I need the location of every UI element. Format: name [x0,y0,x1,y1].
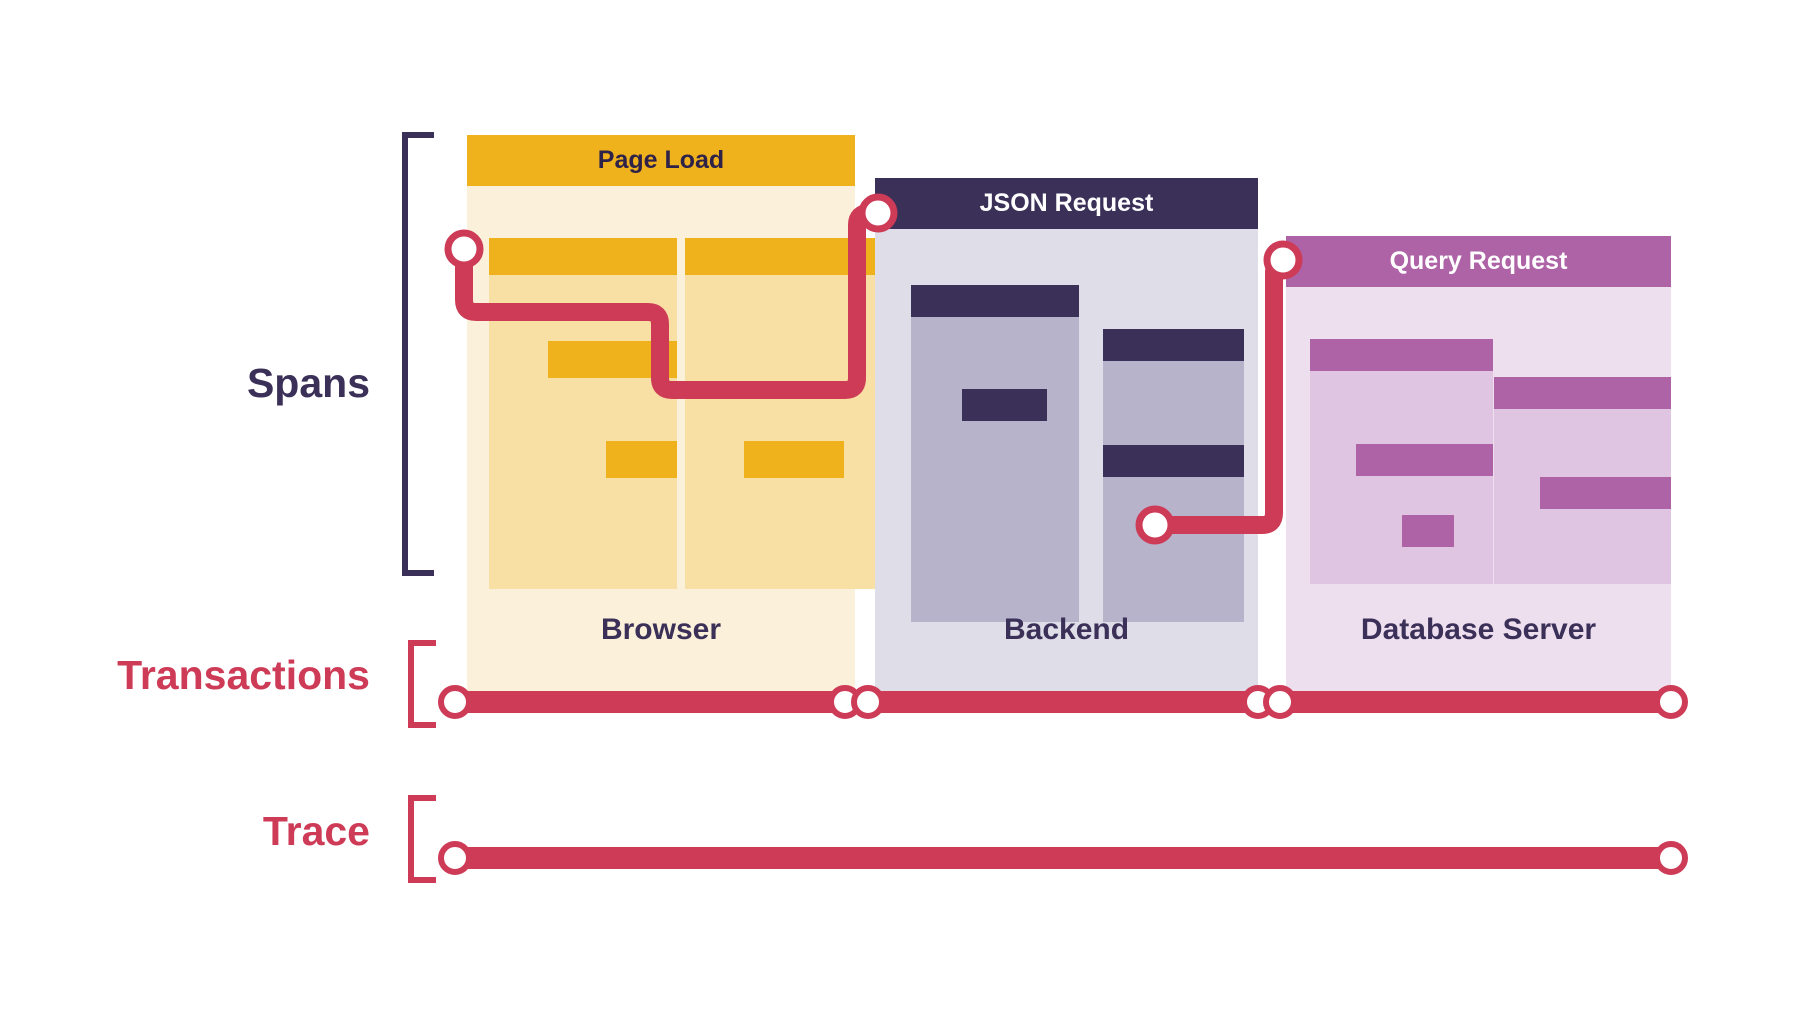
trace-row-label: Trace [262,808,370,854]
span-bar-cap [1356,444,1493,476]
span-bar-cap [911,285,1079,317]
spans-bracket-icon [402,132,434,576]
transactions-bracket-icon [408,640,436,728]
transaction-end-dot [1654,685,1688,719]
span-bar-cap [1310,339,1493,371]
span-bar-cap [606,441,677,478]
span-bar-cap [1402,515,1454,547]
span-bar-cap [489,238,677,275]
transaction-bar [868,691,1258,713]
span-bar [744,441,844,589]
span-bar [1103,445,1244,622]
service-name-browser: Browser [600,613,722,646]
span-bar-cap [548,341,677,378]
service-name-database: Database Server [1360,613,1597,646]
span-bar-cap [962,389,1047,421]
service-body-database [1286,287,1671,713]
span-bar [1402,515,1454,584]
trace-bracket-icon [408,795,436,883]
span-bar-cap [744,441,844,478]
trace-bar-line [455,847,1671,869]
spans-row-label: Spans [246,360,370,406]
trace-start-dot [438,841,472,875]
transaction-bar [455,691,845,713]
service-header-browser: Page Load [467,135,855,186]
span-bar-cap [685,238,875,275]
span-bar-cap [1540,477,1671,509]
transaction-start-dot [1263,685,1297,719]
span-bar-cap [1103,445,1244,477]
span-bar-cap [1494,377,1671,409]
trace-end-dot [1654,841,1688,875]
service-name-backend: Backend [1003,613,1130,646]
transaction-start-dot [851,685,885,719]
transaction-bar [1280,691,1671,713]
span-bar [1540,477,1671,584]
span-bar [962,389,1047,622]
span-bar [606,441,677,589]
service-header-backend: JSON Request [875,178,1258,229]
transaction-start-dot [438,685,472,719]
span-bar-cap [1103,329,1244,361]
service-header-database: Query Request [1286,236,1671,287]
transactions-row-label: Transactions [117,652,370,698]
